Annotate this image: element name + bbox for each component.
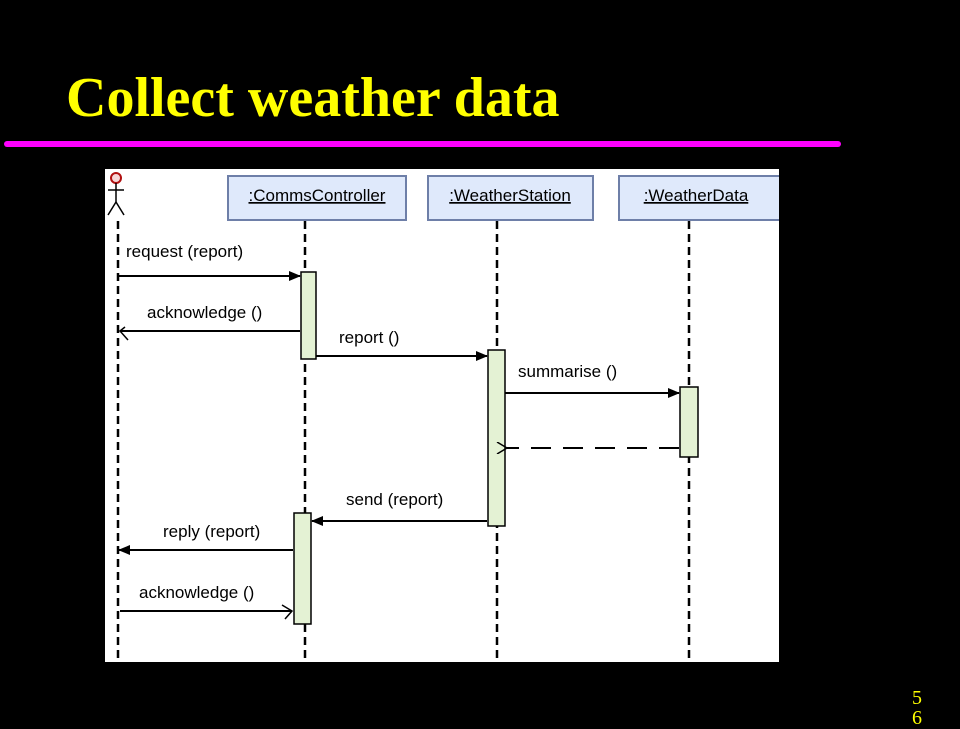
object-weather-station: :WeatherStation xyxy=(427,175,594,221)
sequence-diagram-canvas: :CommsController :WeatherStation :Weathe… xyxy=(107,172,779,662)
slide-title: Collect weather data xyxy=(66,67,560,129)
message-label: reply (report) xyxy=(163,522,260,541)
activation-bar xyxy=(487,349,506,527)
object-label-weather-station: :WeatherStation xyxy=(449,186,571,205)
sequence-diagram: :CommsController :WeatherStation :Weathe… xyxy=(105,169,779,662)
message-label: summarise () xyxy=(518,362,617,381)
object-weather-data: :WeatherData xyxy=(618,175,779,221)
message-label: acknowledge () xyxy=(139,583,254,602)
activation-bar xyxy=(293,512,312,625)
activation-bar xyxy=(679,386,699,458)
title-underline xyxy=(4,141,841,147)
page-number: 56 xyxy=(912,687,922,729)
object-comms-controller: :CommsController xyxy=(227,175,407,221)
open-arrowhead xyxy=(281,604,294,620)
actor-stick-figure-icon xyxy=(107,172,125,216)
message-label: acknowledge () xyxy=(147,303,262,322)
open-arrowhead xyxy=(118,326,129,341)
message-label: send (report) xyxy=(346,490,443,509)
activation-bar xyxy=(300,271,317,360)
message-label: request (report) xyxy=(126,242,243,261)
object-label-weather-data: :WeatherData xyxy=(644,186,749,205)
message-label: report () xyxy=(339,328,399,347)
object-label-comms-controller: :CommsController xyxy=(249,186,386,205)
